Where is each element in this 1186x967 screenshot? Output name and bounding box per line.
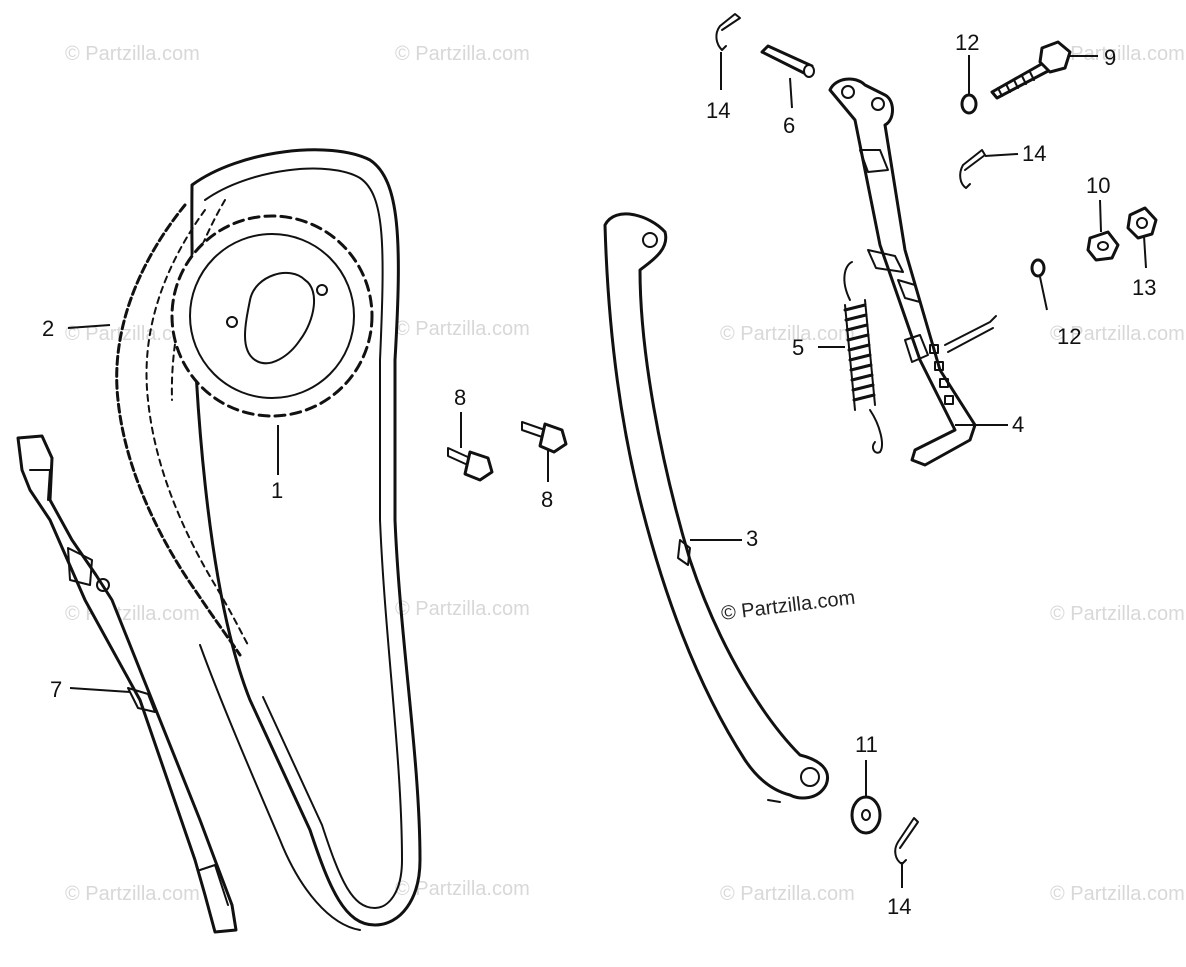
leader-line-10 [1099,199,1102,233]
pin [760,44,815,78]
tensioner-arm [603,212,829,803]
callout-layer: 1 2 3 4 5 6 7 8 8 9 10 11 12 12 13 14 14… [42,30,1156,919]
watermark-text: © Partzilla.com [1050,323,1185,345]
watermark-text: © Partzilla.com [720,883,855,905]
watermark-text: © Partzilla.com [395,878,530,900]
tension-spring [843,261,883,454]
copyright-text: © Partzilla.com [720,587,856,625]
cam-sprocket [170,214,374,418]
watermark-text: © Partzilla.com [65,603,200,625]
washer-11 [850,795,882,835]
callout-1: 1 [271,478,283,503]
watermark-text: © Partzilla.com [1050,603,1185,625]
leader-line-13 [1143,235,1147,269]
watermark-text: © Partzilla.com [395,318,530,340]
clip-14a [715,13,741,51]
watermark-text: © Partzilla.com [65,43,200,65]
tensioner-bracket [828,77,997,467]
callout-4: 4 [1012,412,1024,437]
watermark-text: © Partzilla.com [395,598,530,620]
watermark-text: © Partzilla.com [65,323,200,345]
washer-12a [960,93,978,115]
watermark-layer: © Partzilla.com © Partzilla.com © Partzi… [65,43,1185,905]
cam-chain [190,148,422,931]
callout-7: 7 [50,677,62,702]
callout-12a: 12 [955,30,979,55]
bolt-9 [990,40,1072,100]
callout-9: 9 [1104,45,1116,70]
callout-5: 5 [792,335,804,360]
nut-13 [1126,206,1158,240]
leader-lines [67,52,1147,888]
callout-13: 13 [1132,275,1156,300]
watermark-text: © Partzilla.com [1050,43,1185,65]
callout-11: 11 [855,732,878,757]
leader-line-14b [984,153,1019,157]
leader-line-2 [67,324,111,329]
watermark-text: © Partzilla.com [65,883,200,905]
washer-12b [1030,258,1046,278]
chain-guide [16,434,238,934]
callout-10: 10 [1086,173,1110,198]
leader-line-12b [1039,276,1048,311]
clip-14c [894,817,919,865]
leader-line-6 [789,77,793,109]
bolt-8b [521,421,568,454]
callout-14a: 14 [706,98,730,123]
callout-3: 3 [746,526,758,551]
clip-14b [959,149,986,189]
callout-8b: 8 [541,487,553,512]
watermark-text: © Partzilla.com [720,323,855,345]
watermark-text: © Partzilla.com [395,43,530,65]
callout-8a: 8 [454,385,466,410]
watermark-text: © Partzilla.com [1050,883,1185,905]
bolt-8a [447,447,494,482]
nut-10 [1086,230,1120,262]
callout-6: 6 [783,113,795,138]
leader-line-7 [69,687,131,693]
callout-12b: 12 [1057,324,1081,349]
callout-14b: 14 [1022,141,1046,166]
callout-14c: 14 [887,894,911,919]
callout-2: 2 [42,316,54,341]
